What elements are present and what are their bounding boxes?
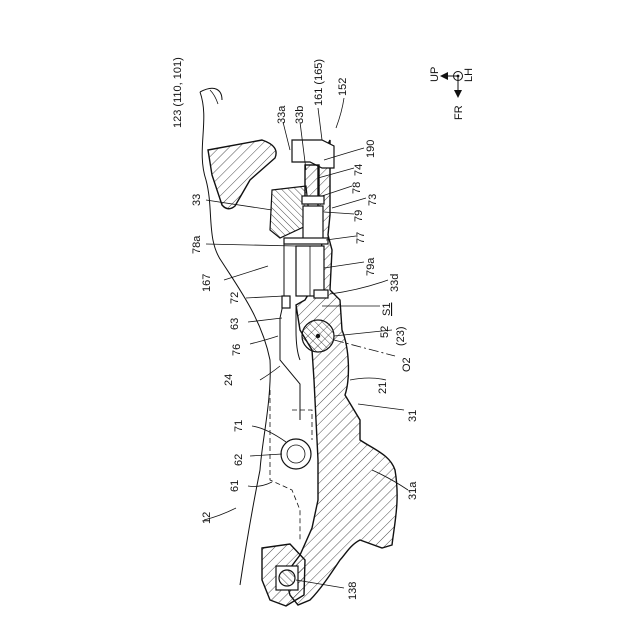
part-138-oring [279, 570, 295, 586]
label-78a: 78a [191, 235, 203, 254]
label-71: 71 [233, 420, 245, 432]
part-33d-tab [314, 290, 328, 298]
label-31: 31 [407, 410, 419, 422]
label-31a: 31a [407, 481, 419, 500]
label-161: 161 (165) [313, 59, 325, 106]
housing-top-edge [200, 88, 222, 100]
lh-dot [457, 75, 460, 78]
label-167: 167 [201, 274, 213, 292]
label-24: 24 [223, 374, 235, 386]
label-23: (23) [395, 326, 407, 346]
label-33: 33 [191, 194, 203, 206]
label-61: 61 [229, 480, 241, 492]
label-190: 190 [365, 140, 377, 158]
part-123 [208, 140, 276, 209]
label-fr: FR [453, 105, 465, 120]
label-S1: S1 [381, 303, 393, 316]
pivot-52-center [316, 334, 320, 338]
label-76: 76 [231, 344, 243, 356]
label-up: UP [429, 67, 441, 82]
label-152: 152 [337, 78, 349, 96]
orientation-indicator: UP LH FR [429, 67, 475, 120]
up-arrow-head [440, 72, 448, 80]
label-123: 123 (110, 101) [172, 57, 184, 128]
pin-62 [281, 439, 311, 469]
label-lh: LH [463, 68, 475, 82]
label-79a: 79a [365, 257, 377, 276]
part-63 [282, 296, 290, 308]
label-62: 62 [233, 454, 245, 466]
hidden-outline-71b [292, 410, 312, 440]
label-12: 12 [201, 512, 213, 524]
label-138: 138 [347, 582, 359, 600]
label-78: 78 [351, 182, 363, 194]
label-73: 73 [367, 194, 379, 206]
label-77: 77 [355, 232, 367, 244]
label-33b: 33b [294, 106, 306, 124]
label-74: 74 [353, 164, 365, 176]
fr-arrow-head [454, 90, 462, 98]
label-33d: 33d [389, 274, 401, 292]
label-21: 21 [377, 382, 389, 394]
label-72: 72 [229, 292, 241, 304]
part-24-lever [280, 318, 300, 420]
label-63: 63 [229, 318, 241, 330]
label-79: 79 [353, 210, 365, 222]
part-77-plate [284, 238, 328, 244]
label-33a: 33a [276, 105, 288, 124]
part-152 [292, 140, 334, 168]
label-O2: O2 [401, 357, 413, 372]
part-79-shaft [303, 206, 323, 242]
label-52: 52 [379, 326, 391, 338]
part-78-shaft [302, 196, 324, 204]
